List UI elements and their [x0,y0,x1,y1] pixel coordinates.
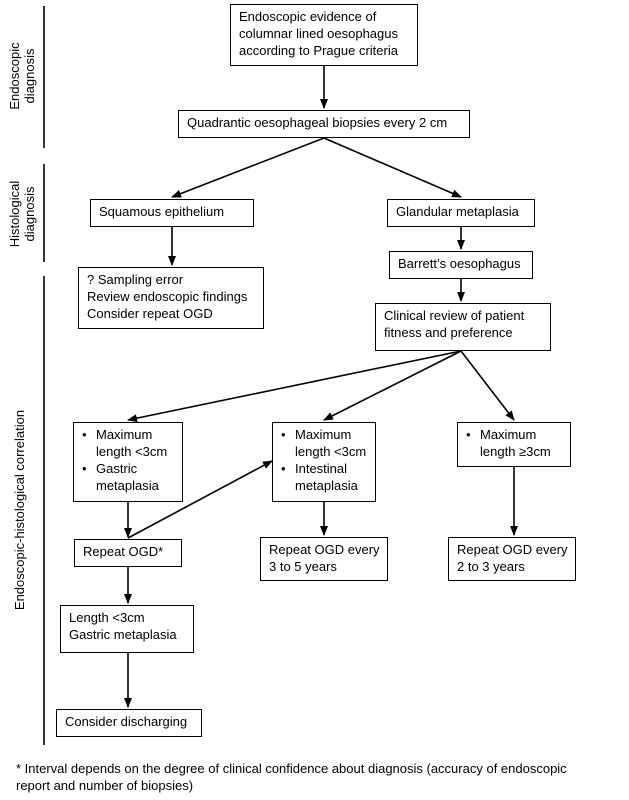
node-discharge: Consider discharging [56,709,202,737]
node-repeat-3-5: Repeat OGD every 3 to 5 years [260,537,388,581]
node-length-gastric-line-1: Length <3cm [69,610,145,625]
node-sampling-line-3: Consider repeat OGD [87,306,213,321]
arrow-biopsies-to-glandular [323,137,462,198]
node-start-line-3: according to Prague criteria [239,43,398,58]
node-clinical-review: Clinical review of patient fitness and p… [375,303,551,351]
node-gastric-short-bullet-1-line-2: length <3cm [96,444,168,459]
node-gastric-short-bullet-1: Maximum length <3cm [82,426,174,460]
node-barretts-line-1: Barrett’s oesophagus [398,256,521,271]
node-long-segment-bullet-1: Maximum length ≥3cm [466,426,562,460]
node-length-gastric: Length <3cm Gastric metaplasia [60,605,194,653]
node-squamous: Squamous epithelium [90,199,254,227]
node-clinical-review-line-1: Clinical review of patient [384,308,525,323]
node-intestinal-short: Maximum length <3cm Intestinal metaplasi… [272,422,376,502]
section-label-histological-line-1: Histological [7,180,22,248]
node-glandular-line-1: Glandular metaplasia [396,204,519,219]
node-gastric-short-bullet-2-line-2: metaplasia [96,478,159,493]
arrow-clinical-to-gastric-short [127,350,462,423]
arrow-repeat-to-intestinal-short [127,460,273,539]
node-clinical-review-line-2: fitness and preference [384,325,513,340]
arrow-clinical-to-intestinal-short [323,350,462,421]
section-label-endoscopic: Endoscopic diagnosis [7,31,37,121]
node-biopsies: Quadrantic oesophageal biopsies every 2 … [178,110,470,138]
footnote-line-1: * Interval depends on the degree of clin… [16,761,567,776]
node-intestinal-short-bullet-2: Intestinal metaplasia [281,460,367,494]
node-repeat-3-5-line-1: Repeat OGD every [269,542,380,557]
section-label-histological: Histological diagnosis [7,169,37,259]
node-gastric-short-bullet-1-line-1: Maximum [96,427,153,442]
node-start: Endoscopic evidence of columnar lined oe… [230,4,418,66]
footnote-line-2: report and number of biopsies) [16,778,194,793]
section-label-correlation-line-1: Endoscopic-histological correlation [12,409,27,611]
node-sampling-line-1: ? Sampling error [87,272,184,287]
node-squamous-line-1: Squamous epithelium [99,204,225,219]
node-barretts: Barrett’s oesophagus [389,251,533,279]
node-intestinal-short-bullet-1: Maximum length <3cm [281,426,367,460]
node-intestinal-short-bullet-1-line-1: Maximum [295,427,352,442]
arrow-clinical-to-long-segment [460,350,515,421]
node-biopsies-line-1: Quadrantic oesophageal biopsies every 2 … [187,115,448,130]
node-intestinal-short-bullet-2-line-1: Intestinal [295,461,348,476]
node-repeat-ogd: Repeat OGD* [74,539,182,567]
node-intestinal-short-list: Maximum length <3cm Intestinal metaplasi… [281,426,367,494]
node-gastric-short-list: Maximum length <3cm Gastric metaplasia [82,426,174,494]
node-gastric-short-bullet-2: Gastric metaplasia [82,460,174,494]
node-repeat-2-3-line-2: 2 to 3 years [457,559,525,574]
node-long-segment-bullet-1-line-2: length ≥3cm [480,444,551,459]
node-repeat-ogd-line-1: Repeat OGD* [83,544,164,559]
node-gastric-short: Maximum length <3cm Gastric metaplasia [73,422,183,502]
section-label-endoscopic-line-1: Endoscopic [7,42,22,110]
section-label-correlation: Endoscopic-histological correlation [12,380,28,640]
node-gastric-short-bullet-2-line-1: Gastric [96,461,138,476]
arrow-biopsies-to-squamous [171,137,325,198]
section-label-histological-line-2: diagnosis [22,186,37,242]
node-sampling: ? Sampling error Review endoscopic findi… [78,267,264,329]
node-long-segment-list: Maximum length ≥3cm [466,426,562,460]
node-intestinal-short-bullet-2-line-2: metaplasia [295,478,358,493]
node-long-segment: Maximum length ≥3cm [457,422,571,467]
node-discharge-line-1: Consider discharging [65,714,188,729]
node-intestinal-short-bullet-1-line-2: length <3cm [295,444,367,459]
node-long-segment-bullet-1-line-1: Maximum [480,427,537,442]
node-repeat-2-3-line-1: Repeat OGD every [457,542,568,557]
node-start-line-1: Endoscopic evidence of [239,9,377,24]
node-glandular: Glandular metaplasia [387,199,535,227]
section-label-endoscopic-line-2: diagnosis [22,48,37,104]
node-repeat-2-3: Repeat OGD every 2 to 3 years [448,537,576,581]
node-length-gastric-line-2: Gastric metaplasia [69,627,177,642]
footnote: * Interval depends on the degree of clin… [16,760,616,794]
node-start-line-2: columnar lined oesophagus [239,26,398,41]
node-repeat-3-5-line-2: 3 to 5 years [269,559,337,574]
node-sampling-line-2: Review endoscopic findings [87,289,248,304]
